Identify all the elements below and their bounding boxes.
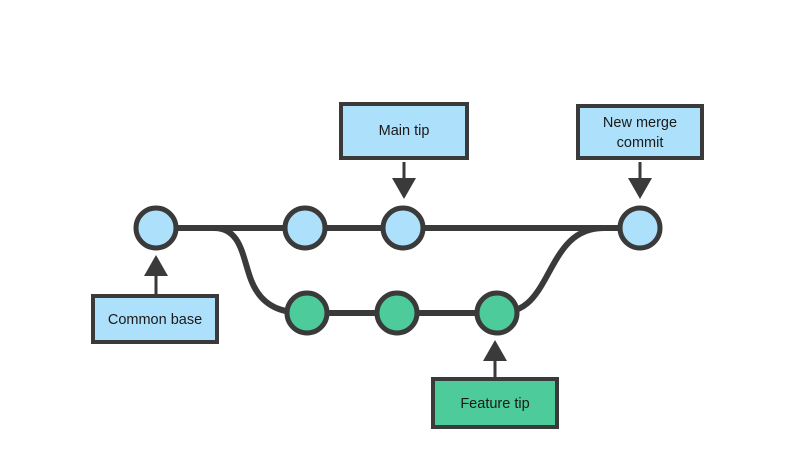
callout-main-tip[interactable]: Main tip	[339, 102, 469, 199]
feature-commit-2[interactable]	[374, 290, 420, 336]
feature-tip-box[interactable]	[431, 377, 559, 429]
main-branch-commits	[133, 205, 663, 251]
main-tip-box[interactable]	[339, 102, 469, 160]
callout-common-base[interactable]: Common base	[91, 255, 219, 344]
common-base-box[interactable]	[91, 294, 219, 344]
new-merge-commit-label-line2: commit	[617, 135, 664, 151]
feature-commit-1[interactable]	[284, 290, 330, 336]
new-merge-commit-box[interactable]	[576, 104, 704, 160]
callout-new-merge-commit[interactable]: New merge commit	[576, 104, 704, 199]
main-commit-4[interactable]	[617, 205, 663, 251]
feature-tip-label: Feature tip	[460, 396, 529, 412]
common-base-label: Common base	[108, 312, 202, 328]
main-tip-label: Main tip	[379, 123, 430, 139]
feature-branch-commits	[284, 290, 520, 336]
main-commit-2[interactable]	[282, 205, 328, 251]
new-merge-commit-label-line1: New merge	[603, 115, 677, 131]
main-commit-3[interactable]	[380, 205, 426, 251]
callout-feature-tip[interactable]: Feature tip	[431, 340, 559, 429]
feature-commit-3[interactable]	[474, 290, 520, 336]
main-commit-1[interactable]	[133, 205, 179, 251]
